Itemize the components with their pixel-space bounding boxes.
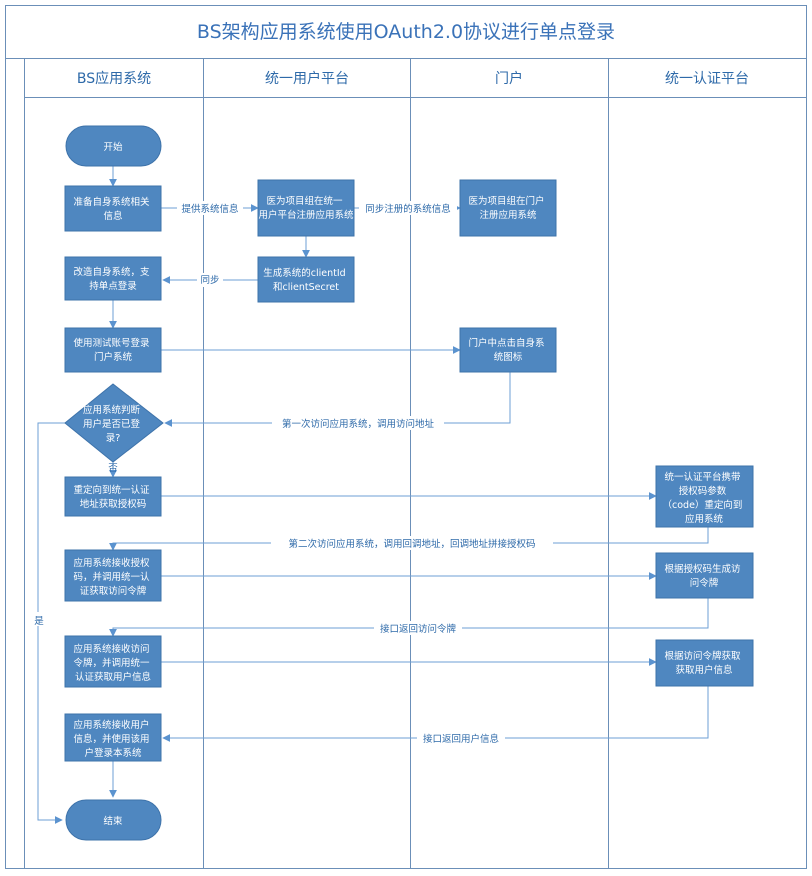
receive-code-text: 应用系统接收授权 码，并调用统一认 证获取访问令牌 bbox=[73, 557, 152, 597]
swimlane-frame bbox=[5, 5, 807, 869]
edge-portal-decision bbox=[164, 372, 511, 427]
portal-click-text: 门户中点击自身系 统图标 bbox=[468, 337, 547, 363]
diagram-title: BS架构应用系统使用OAuth2.0协议进行单点登录 bbox=[197, 21, 615, 43]
edge-label-yes: 是 bbox=[34, 616, 44, 627]
portal-click-process bbox=[459, 327, 557, 373]
auth-redirect-text: 统一认证平台携带 授权码参数 （code）重定向到 应用系统 bbox=[663, 471, 746, 525]
edge-labels: 提供系统信息 同步注册的系统信息 同步 第一次访问应用系统，调用访问地址 否 第… bbox=[32, 201, 553, 745]
edge-getuserinfo-receiveuserinfo bbox=[162, 686, 709, 742]
edge-label-sync-info: 同步注册的系统信息 bbox=[365, 203, 451, 215]
receive-code-process bbox=[64, 549, 162, 602]
receive-token-process bbox=[64, 635, 162, 688]
prepare-process bbox=[64, 185, 162, 232]
receive-userinfo-process bbox=[64, 713, 162, 762]
redirect-process bbox=[64, 476, 162, 517]
generate-text: 生成系统的clientId 和clientSecret bbox=[263, 267, 348, 293]
register-user-text: 医为项目组在统一 用户平台注册应用系统 bbox=[258, 195, 354, 221]
auth-redirect-process bbox=[655, 465, 754, 528]
start-terminator bbox=[65, 125, 162, 167]
modify-process bbox=[64, 256, 162, 301]
edges bbox=[37, 166, 709, 824]
edge-label-sync: 同步 bbox=[200, 275, 219, 286]
test-login-text: 使用测试账号登录 门户系统 bbox=[73, 337, 152, 363]
login-check-decision bbox=[64, 383, 164, 463]
lane-header-user-platform: 统一用户平台 bbox=[265, 70, 349, 87]
prepare-text: 准备自身系统相关 信息 bbox=[73, 196, 152, 222]
test-login-process bbox=[64, 327, 162, 373]
end-terminator bbox=[65, 799, 162, 841]
edge-label-no: 否 bbox=[108, 463, 118, 474]
receive-token-text: 应用系统接收访问 令牌，并调用统一 认证获取用户信息 bbox=[73, 643, 152, 683]
edge-label-return-userinfo: 接口返回用户信息 bbox=[423, 733, 499, 745]
lane-header-bs-app: BS应用系统 bbox=[77, 70, 151, 87]
register-user-process bbox=[257, 179, 355, 237]
decision-text: 应用系统判断 用户是否已登 录? bbox=[83, 404, 143, 444]
register-portal-process bbox=[459, 179, 557, 237]
edge-label-return-token: 接口返回访问令牌 bbox=[380, 623, 457, 635]
edge-label-second-visit: 第二次访问应用系统，调用回调地址，回调地址拼接授权码 bbox=[288, 538, 535, 550]
lane-header-portal: 门户 bbox=[495, 70, 523, 87]
get-userinfo-process bbox=[655, 639, 754, 687]
edge-label-first-visit: 第一次访问应用系统，调用访问地址 bbox=[282, 418, 435, 430]
register-portal-text: 医为项目组在门户 注册应用系统 bbox=[468, 195, 547, 221]
modify-text: 改造自身系统，支 持单点登录 bbox=[73, 266, 152, 292]
gen-token-text: 根据授权码生成访 问令牌 bbox=[664, 563, 743, 589]
get-userinfo-text: 根据访问令牌获取 获取用户信息 bbox=[664, 650, 743, 676]
nodes: 开始 准备自身系统相关 信息 医为项目组在统一 用户平台注册应用系统 医为项目组… bbox=[64, 125, 754, 841]
end-label: 结束 bbox=[103, 815, 123, 827]
gen-token-process bbox=[655, 552, 754, 599]
lane-header-auth-platform: 统一认证平台 bbox=[665, 71, 749, 87]
start-label: 开始 bbox=[103, 141, 123, 153]
edge-label-provide-info: 提供系统信息 bbox=[181, 203, 238, 215]
redirect-text: 重定向到统一认证 地址获取授权码 bbox=[73, 484, 152, 510]
generate-process bbox=[257, 256, 355, 303]
receive-userinfo-text: 应用系统接收用户 信息，并使用该用 户登录本系统 bbox=[73, 719, 152, 759]
